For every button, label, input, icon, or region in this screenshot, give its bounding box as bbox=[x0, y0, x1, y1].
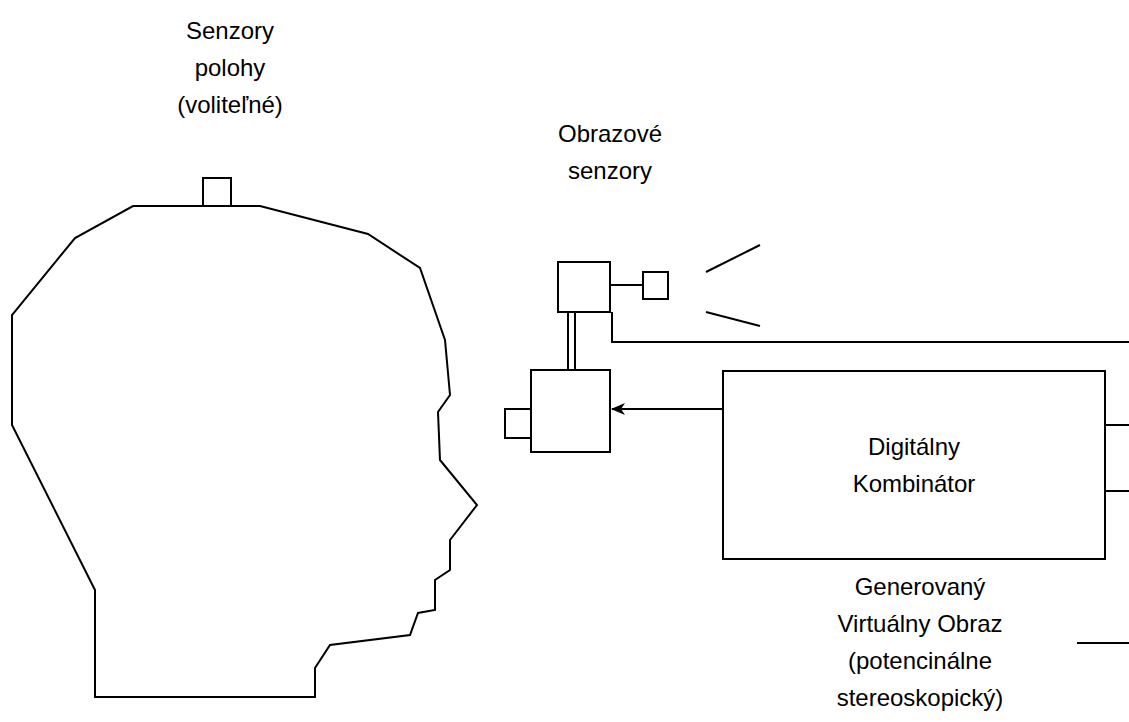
head-outline bbox=[12, 206, 477, 697]
camera-body bbox=[558, 262, 610, 312]
output-arrow bbox=[612, 408, 722, 410]
box-text: Digitálny Kombinátor bbox=[834, 428, 994, 502]
display-body bbox=[531, 370, 610, 452]
view-line bbox=[706, 245, 760, 272]
caption-label: Generovaný Virtuálny Obraz (potencinálne… bbox=[820, 568, 1020, 716]
mount-rod bbox=[567, 312, 569, 370]
display-lens bbox=[505, 409, 531, 438]
caption-label: Obrazové senzory bbox=[540, 115, 680, 189]
view-line bbox=[706, 312, 760, 326]
camera-wire bbox=[612, 312, 1129, 342]
camera-lens bbox=[643, 272, 668, 299]
position-sensor bbox=[203, 178, 231, 206]
camera-mount bbox=[610, 284, 643, 286]
virtual-image-wire bbox=[1077, 642, 1129, 644]
caption-label: Senzory polohy (voliteľné) bbox=[155, 12, 305, 123]
process-box: Digitálny Kombinátor bbox=[722, 370, 1106, 560]
mount-rod bbox=[574, 312, 576, 370]
